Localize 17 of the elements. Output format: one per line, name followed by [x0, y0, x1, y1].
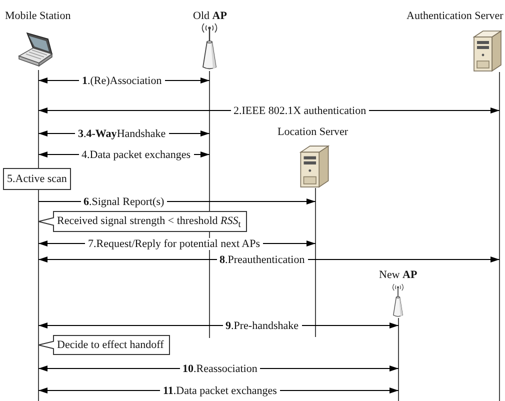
participant-label: New AP — [379, 269, 418, 282]
edge-label: 2.IEEE 802.1X authentication — [230, 104, 370, 116]
edge-label: 1.(Re)Association — [79, 74, 165, 86]
edge-label: 6.Signal Report(s) — [80, 196, 168, 208]
edge-label: 11.Data packet exchanges — [160, 384, 280, 396]
edge-label: 7.Request/Reply for potential next APs — [85, 238, 264, 250]
edge-label: 8.Preauthentication — [216, 254, 308, 266]
edge-label: 4.Data packet exchanges — [78, 148, 194, 160]
participant-label: Authentication Server — [406, 10, 504, 23]
edge-label: 3.4-WayHandshake — [75, 128, 169, 140]
participant-label: Location Server — [278, 126, 348, 139]
edge-label: 9.Pre-handshake — [222, 320, 302, 332]
callout-note: Received signal strength < threshold RSS$_{t}$ — [38, 211, 247, 232]
participant-label: Mobile Station — [5, 10, 71, 23]
callout-note: Decide to effect handoff — [38, 335, 170, 355]
edge-label: 10.Reassociation — [180, 362, 260, 374]
participant-label: Old AP — [193, 10, 227, 23]
